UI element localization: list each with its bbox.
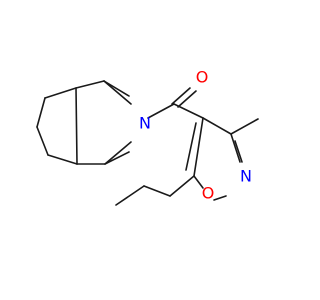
isoxazole-nitrogen-label: N — [240, 167, 252, 186]
bond — [230, 133, 241, 163]
bond — [115, 185, 145, 206]
bond — [104, 141, 132, 165]
bond — [36, 126, 49, 156]
bond — [202, 117, 232, 135]
bond — [185, 122, 197, 171]
bond — [44, 87, 77, 99]
bond — [47, 154, 78, 165]
propyl-chain — [115, 175, 195, 206]
bond — [193, 117, 204, 177]
carbonyl-oxygen-label: O — [196, 68, 209, 87]
molecule-diagram: O N N O — [36, 68, 259, 206]
methyl-bond — [230, 118, 259, 135]
cyclohexane-ring — [36, 80, 130, 165]
bond — [104, 151, 130, 165]
pyrrolidine-ring — [75, 80, 132, 165]
bond — [143, 185, 171, 197]
isoxazole-ring — [185, 117, 243, 201]
amide-group — [147, 87, 204, 119]
bond — [169, 175, 195, 197]
bond — [213, 195, 227, 201]
isoxazole-oxygen-label: O — [202, 184, 215, 203]
bond — [103, 80, 132, 105]
bond — [75, 87, 78, 165]
bond — [36, 97, 46, 128]
bond — [234, 140, 243, 163]
bond — [75, 80, 105, 89]
bond — [177, 90, 197, 108]
bond — [193, 175, 204, 189]
bond — [147, 103, 175, 119]
bond — [171, 87, 191, 105]
ring-nitrogen-label: N — [139, 114, 151, 133]
structure-canvas: O N N O — [36, 68, 259, 206]
